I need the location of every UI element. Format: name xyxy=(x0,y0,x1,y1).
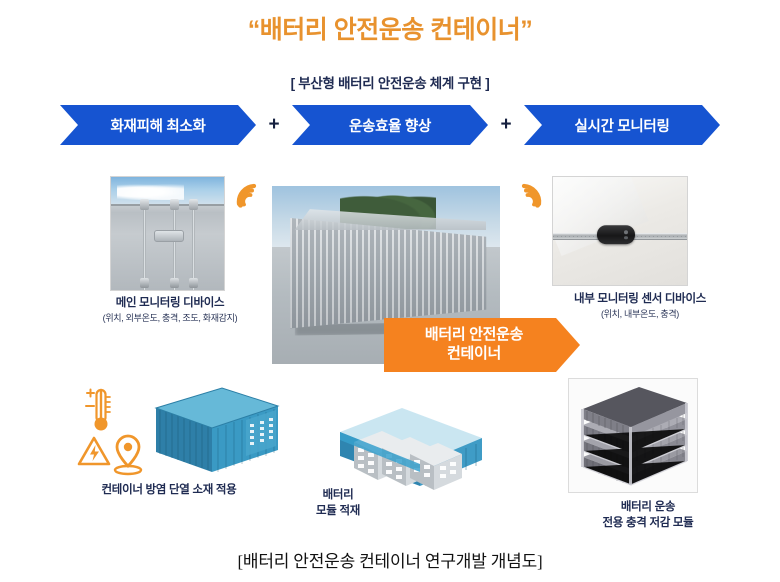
banner-transport-efficiency: 운송효율 향상 xyxy=(292,105,488,145)
orange-arrow-line1: 배터리 안전운송 xyxy=(424,326,524,344)
door-rod-3 xyxy=(189,199,199,290)
banner-realtime-monitoring: 실시간 모니터링 xyxy=(524,105,720,145)
sensor-device xyxy=(596,225,635,245)
caption-insulation-title: 컨테이너 방염 단열 소재 적용 xyxy=(101,484,237,496)
illustration-insulated-container xyxy=(70,380,280,480)
caption-insulation: 컨테이너 방염 단열 소재 적용 xyxy=(58,483,280,499)
caption-inner-device-detail: (위치, 내부온도, 충격) xyxy=(600,308,680,319)
caption-inner-device: 내부 모니터링 센서 디바이스 (위치, 내부온도, 충격) xyxy=(530,292,750,320)
location-pin-icon xyxy=(113,434,143,476)
caption-battery-stack-line2: 모듈 적재 xyxy=(315,504,360,517)
door-rod-2 xyxy=(170,199,180,290)
caption-main-device-detail: (위치, 외부온도, 충격, 조도, 화재감지) xyxy=(102,312,238,323)
wifi-signal-icon xyxy=(232,178,266,212)
caption-main-device: 메인 모니터링 디바이스 (위치, 외부온도, 충격, 조도, 화재감지) xyxy=(62,296,278,324)
shock-absorbing-module-stack xyxy=(581,387,688,486)
photo-container-body xyxy=(111,204,224,290)
wifi-signal-icon xyxy=(512,178,546,212)
caption-battery-stack: 배터리 모듈 적재 xyxy=(302,488,374,519)
door-rod-1 xyxy=(139,199,149,290)
caption-shock-module-line2: 전용 충격 저감 모듈 xyxy=(602,516,694,529)
caption-battery-stack-line1: 배터리 xyxy=(322,489,354,501)
page-title: “배터리 안전운송 컨테이너” xyxy=(247,16,533,44)
caption-shock-module: 배터리 운송 전용 충격 저감 모듈 xyxy=(560,500,736,531)
photo-container-doors xyxy=(110,176,225,291)
photo-interior-sensor xyxy=(552,176,688,286)
banner-fire-damage: 화재피해 최소화 xyxy=(60,105,256,145)
goal-banner-row: 화재피해 최소화 + 운송효율 향상 + 실시간 모니터링 xyxy=(60,102,720,148)
orange-arrow-line2: 컨테이너 xyxy=(446,345,501,362)
blue-container-3d xyxy=(154,387,280,472)
banner-separator-2: + xyxy=(500,114,512,135)
photo-seam xyxy=(111,204,224,207)
photo-corrugated-container xyxy=(290,217,487,329)
illustration-shock-modules xyxy=(568,378,698,493)
banner-separator-1: + xyxy=(268,114,280,135)
caption-shock-module-line1: 배터리 운송 xyxy=(620,501,676,513)
hazard-warning-icon xyxy=(77,436,111,466)
door-handle xyxy=(153,230,184,243)
caption-main-device-title: 메인 모니터링 디바이스 xyxy=(115,297,225,309)
caption-inner-device-title: 내부 모니터링 센서 디바이스 xyxy=(573,293,707,305)
photo-sky xyxy=(111,177,224,205)
footer-caption: [배터리 안전운송 컨테이너 연구개발 개념도] xyxy=(237,552,543,571)
thermometer-icon xyxy=(85,388,111,431)
orange-arrow-banner: 배터리 안전운송 컨테이너 xyxy=(384,318,580,372)
illustration-battery-modules xyxy=(330,398,490,494)
subtitle: [ 부산형 배터리 안전운송 체계 구현 ] xyxy=(290,76,490,91)
